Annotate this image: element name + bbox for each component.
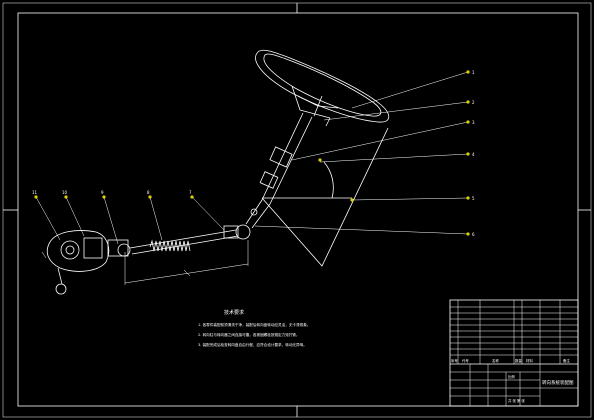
svg-text:数量: 数量 xyxy=(515,358,522,363)
svg-text:8: 8 xyxy=(147,190,150,195)
callout-dots-left xyxy=(34,195,194,199)
callout-dots-right xyxy=(318,70,470,236)
sheet-label: 共 张 第 张 xyxy=(508,398,525,403)
callout-numbers-right: 1 2 3 4 5 6 xyxy=(472,70,475,237)
steering-gear xyxy=(41,230,110,295)
notes-line-1: 1. 各零件装配前须清洗干净，装配后转向盘转动应灵活，无卡滞现象。 xyxy=(198,322,310,327)
universal-joint-lower xyxy=(223,208,258,240)
intermediate-shaft xyxy=(124,229,249,285)
svg-text:代号: 代号 xyxy=(462,358,469,363)
svg-text:7: 7 xyxy=(189,190,192,195)
notes-line-2: 2. 转向柱与转向器之间连接可靠，各紧固螺栓按规定力矩拧紧。 xyxy=(198,332,300,337)
drawing-title: 转向系统装配图 xyxy=(542,379,574,386)
inner-frame xyxy=(17,12,579,407)
callout-numbers-left: 11 10 9 8 7 xyxy=(32,190,192,195)
title-block: 序号 代号 名称 数量 材料 备注 转向系统装配图 比例 共 张 第 张 xyxy=(449,299,579,407)
scale-label: 比例 xyxy=(508,374,515,379)
svg-text:序号: 序号 xyxy=(451,358,458,363)
svg-text:4: 4 xyxy=(472,152,475,157)
centering-marks xyxy=(3,3,591,417)
svg-text:6: 6 xyxy=(472,232,475,237)
svg-text:9: 9 xyxy=(101,190,104,195)
svg-text:名称: 名称 xyxy=(492,358,499,363)
svg-text:11: 11 xyxy=(32,190,38,195)
universal-joint-upper xyxy=(107,239,131,257)
callout-leaders-right xyxy=(254,71,469,235)
column-bracket xyxy=(261,127,389,267)
notes-title: 技术要求 xyxy=(224,309,244,316)
svg-text:2: 2 xyxy=(472,100,475,105)
svg-text:材料: 材料 xyxy=(526,358,533,363)
callout-leaders-left xyxy=(35,196,225,245)
steering-column xyxy=(245,112,313,229)
svg-text:5: 5 xyxy=(472,196,475,201)
notes-line-3: 3. 装配完成后检查转向盘自由行程，应符合设计要求，转动无异响。 xyxy=(198,342,307,347)
svg-text:10: 10 xyxy=(62,190,68,195)
technical-notes: 技术要求 1. 各零件装配前须清洗干净，装配后转向盘转动应灵活，无卡滞现象。 2… xyxy=(198,309,310,347)
svg-text:1: 1 xyxy=(472,70,475,75)
svg-text:备注: 备注 xyxy=(563,358,570,363)
svg-text:3: 3 xyxy=(472,120,475,125)
